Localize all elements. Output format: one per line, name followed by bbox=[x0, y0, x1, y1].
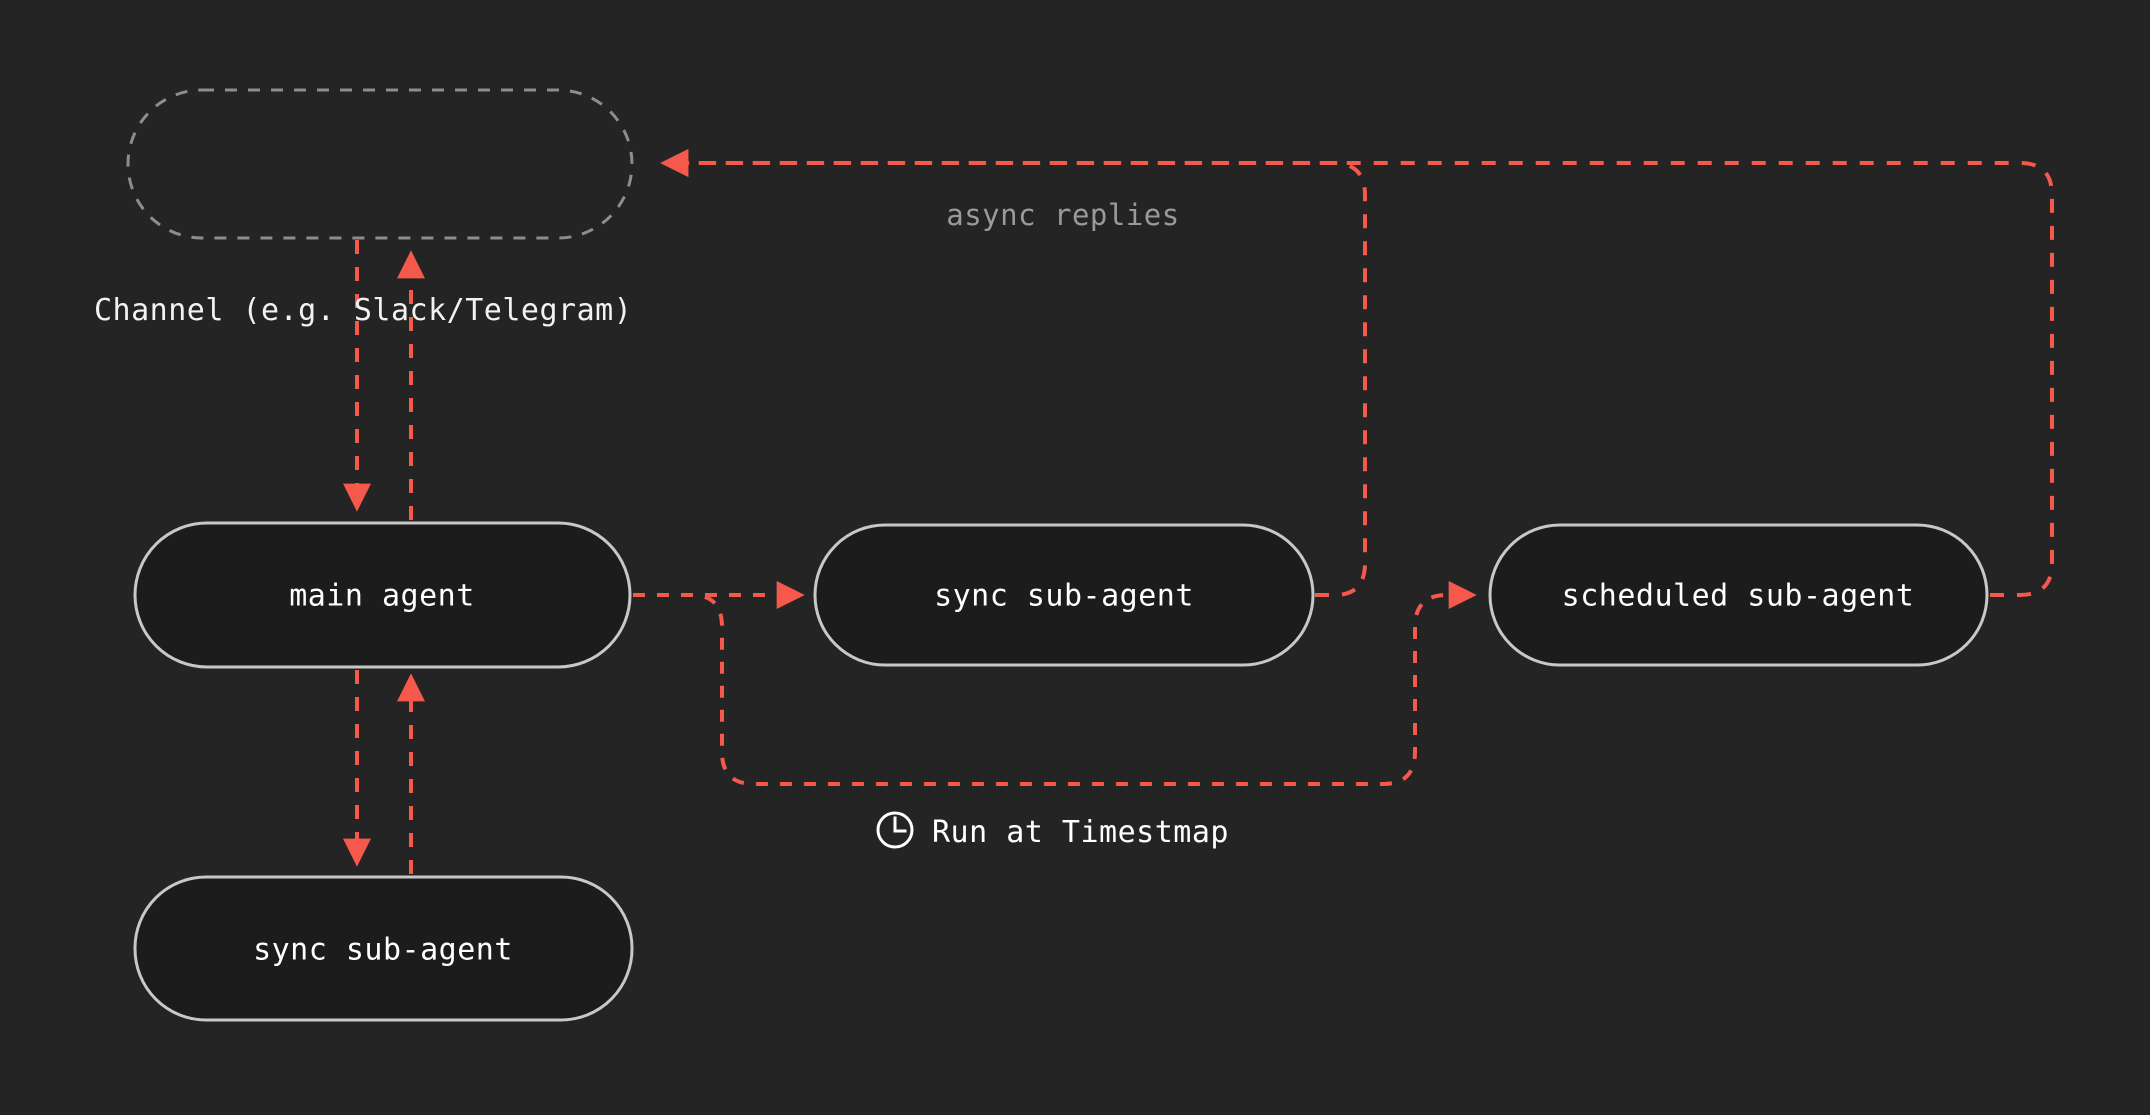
node-sync-sub-agent-mid-label: sync sub-agent bbox=[934, 579, 1194, 614]
node-channel[interactable] bbox=[126, 88, 634, 240]
clock-icon bbox=[876, 811, 914, 849]
edge-sync-mid-to-channel bbox=[660, 149, 1367, 597]
edge-main-to-scheduled bbox=[633, 581, 1477, 786]
run-at-timestamp-label: Run at Timestmap bbox=[932, 815, 1229, 850]
node-scheduled-sub-agent[interactable]: scheduled sub-agent bbox=[1488, 523, 1989, 667]
node-main-agent-label: main agent bbox=[289, 579, 475, 614]
edge-label-async-replies: async replies bbox=[946, 198, 1179, 232]
node-sync-sub-agent-bottom[interactable]: sync sub-agent bbox=[133, 875, 634, 1022]
node-main-agent[interactable]: main agent bbox=[133, 521, 632, 669]
channel-caption: Channel (e.g. Slack/Telegram) bbox=[94, 293, 632, 328]
node-sync-sub-agent-bottom-label: sync sub-agent bbox=[253, 933, 513, 968]
node-sync-sub-agent-mid[interactable]: sync sub-agent bbox=[813, 523, 1315, 667]
node-scheduled-sub-agent-label: scheduled sub-agent bbox=[1562, 579, 1915, 614]
edge-scheduled-to-channel bbox=[660, 149, 2054, 597]
run-at-timestamp-annotation: Run at Timestmap bbox=[876, 811, 1229, 850]
